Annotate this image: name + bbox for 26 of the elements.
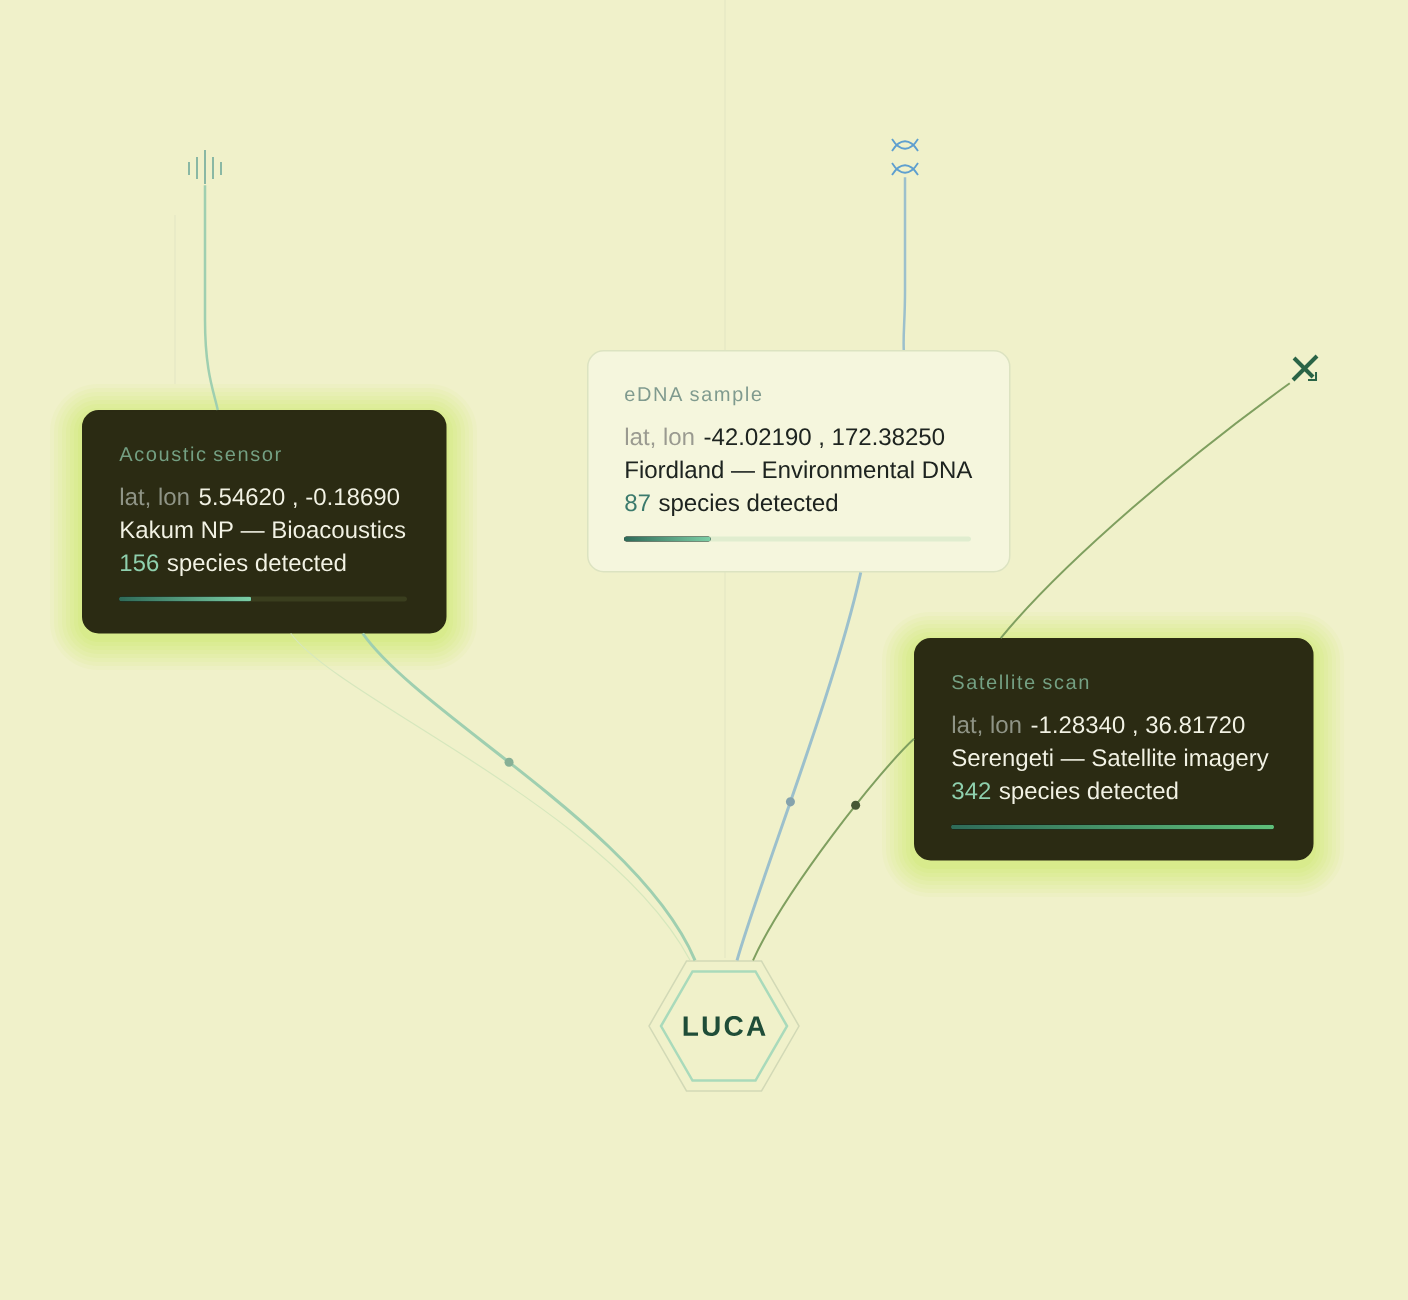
coordinate-label: lat, lon [120,487,189,509]
connector-line [752,737,915,962]
species-count: 156 species detected [121,553,346,576]
species-count: 342 species detected [952,781,1178,804]
coordinate-value: -42.02190 , 172.38250 [704,428,945,449]
sound-wave-icon [188,149,222,185]
coordinate-value: 5.54620 , -0.18690 [199,488,400,509]
satellite-icon [1291,354,1319,382]
coordinate-value: -1.28340 , 36.81720 [1031,716,1245,737]
connector-line [361,632,697,961]
connector-line [203,185,219,411]
coordinate-label: lat, lon [625,427,694,449]
coordinate-label: lat, lon [952,715,1021,737]
species-count: 87 species detected [625,493,838,516]
card-title: Acoustic sensor [119,446,281,462]
connector-line [735,572,863,961]
site-label: Serengeti — Satellite imagery [952,748,1269,771]
card-title: eDNA sample [625,386,762,406]
connector-line [902,177,907,351]
site-label: Fiordland — Environmental DNA [626,460,973,479]
dna-icon [891,138,919,176]
connector-line [999,382,1291,639]
card-title: Satellite scan [952,674,1089,690]
hexagon-badge: LUCA [648,960,800,1092]
site-label: Kakum NP — Bioacoustics [121,520,406,539]
connector-line [290,632,691,961]
